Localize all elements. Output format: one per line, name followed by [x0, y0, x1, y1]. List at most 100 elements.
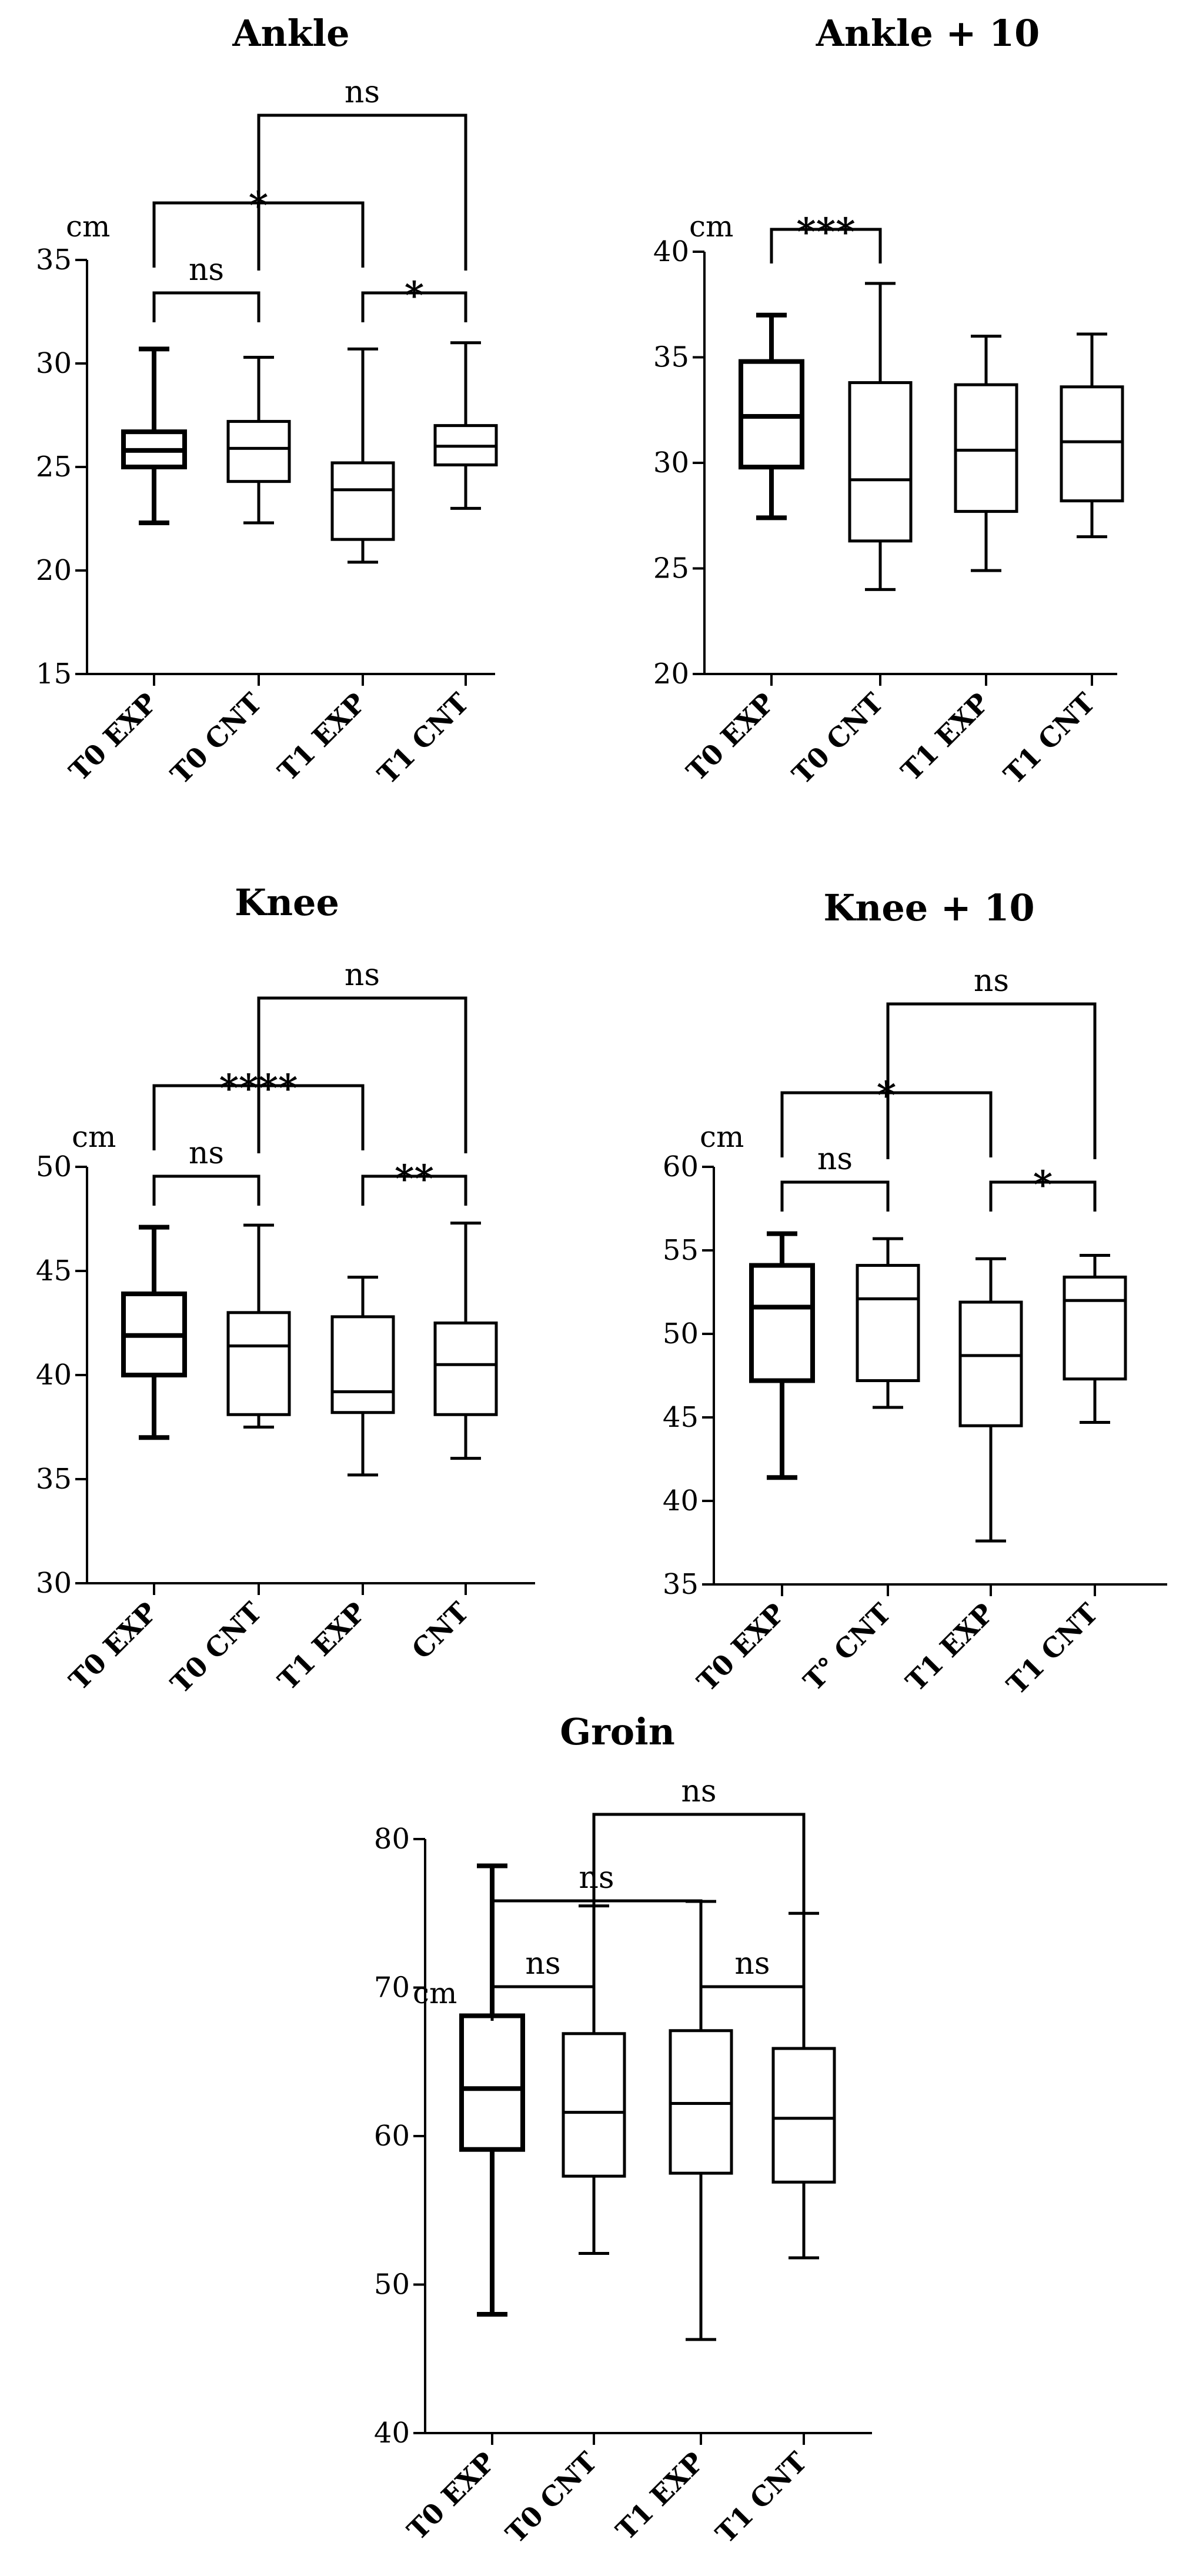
box-iqr: [856, 1264, 920, 1383]
bracket-line: [152, 1174, 260, 1206]
y-tick-label: 25: [653, 552, 689, 585]
significance-bracket: ns: [152, 252, 260, 322]
category-label: T0 EXP: [63, 687, 163, 788]
category-label: T0 EXP: [63, 1596, 163, 1697]
y-tick-label: 80: [374, 1823, 410, 1856]
y-tick-label: 40: [653, 235, 689, 268]
y-tick-label: 35: [653, 341, 689, 374]
y-tick-label: 70: [374, 1971, 410, 2004]
bracket-line: [592, 1813, 806, 1972]
box-0: [749, 1231, 815, 1480]
box-iqr: [562, 2032, 626, 2178]
category-label: T1 EXP: [610, 2446, 710, 2547]
box-iqr: [459, 2013, 525, 2152]
significance-label: ns: [189, 1136, 224, 1171]
significance-label: ns: [345, 957, 380, 993]
box-3: [433, 341, 498, 510]
significance-bracket: ***: [770, 210, 882, 263]
box-2: [669, 1900, 733, 2341]
bracket-line: [257, 114, 467, 271]
y-axis-unit-label: cm: [689, 209, 733, 243]
box-iqr: [848, 381, 913, 543]
category-label: T1 CNT: [998, 687, 1101, 790]
chart-title: Knee: [235, 881, 339, 924]
chart-title: Groin: [560, 1710, 675, 1753]
significance-label: ns: [189, 252, 224, 288]
y-axis-unit-label: cm: [700, 1120, 744, 1154]
significance-bracket: ns: [592, 1774, 806, 1972]
box-3: [1060, 332, 1124, 539]
box-iqr: [958, 1300, 1023, 1427]
box-0: [121, 346, 187, 526]
significance-label: **: [395, 1157, 434, 1201]
y-tick-label: 25: [36, 451, 72, 483]
y-tick-label: 55: [663, 1234, 699, 1267]
box-3: [771, 1911, 836, 2260]
bracket-line: [361, 291, 467, 322]
box-iqr: [1063, 1275, 1127, 1381]
box-iqr: [749, 1263, 815, 1383]
box-iqr: [771, 2047, 836, 2184]
bracket-line: [699, 1985, 806, 2021]
y-tick-label: 60: [663, 1150, 699, 1183]
box-iqr: [226, 420, 291, 483]
bracket-line: [490, 1899, 703, 1970]
box-1: [848, 282, 913, 591]
category-label: T1 EXP: [895, 687, 995, 788]
box-0: [121, 1224, 187, 1440]
significance-label: ns: [974, 963, 1009, 999]
category-label: T1 EXP: [272, 1596, 372, 1697]
category-label: T° CNT: [797, 1597, 897, 1697]
category-label: T0 CNT: [165, 1596, 268, 1700]
y-tick-label: 40: [374, 2417, 410, 2450]
significance-bracket: ns: [886, 963, 1097, 1159]
box-1: [226, 1223, 291, 1429]
category-label: T0 EXP: [401, 2446, 502, 2547]
bracket-line: [989, 1180, 1097, 1212]
box-iqr: [433, 1322, 498, 1416]
bracket-line: [780, 1180, 890, 1212]
bracket-line: [770, 228, 882, 263]
box-iqr: [954, 383, 1018, 513]
y-axis-unit-label: cm: [72, 1120, 116, 1154]
chart-title: Ankle + 10: [816, 12, 1040, 55]
y-axis-unit-label: cm: [66, 209, 110, 243]
bracket-line: [257, 996, 467, 1153]
significance-bracket: ns: [490, 1860, 703, 1970]
y-tick-label: 20: [36, 554, 72, 587]
chart-title: Knee + 10: [823, 886, 1034, 929]
significance-bracket: ns: [490, 1946, 596, 2021]
y-tick-label: 15: [36, 658, 72, 690]
category-label: T0 CNT: [500, 2446, 603, 2550]
box-iqr: [330, 461, 395, 541]
bracket-line: [490, 1985, 596, 2021]
y-tick-label: 50: [374, 2268, 410, 2301]
y-tick-label: 40: [663, 1484, 699, 1517]
box-0: [739, 312, 804, 520]
category-label: T1 CNT: [372, 687, 475, 790]
y-tick-label: 35: [36, 1463, 72, 1496]
significance-bracket: ns: [780, 1142, 890, 1212]
box-3: [1063, 1254, 1127, 1424]
box-iqr: [226, 1311, 291, 1416]
category-label: T1 EXP: [272, 687, 372, 788]
significance-label: ns: [345, 75, 380, 110]
category-label: T1 EXP: [900, 1597, 1000, 1698]
y-tick-label: 45: [36, 1254, 72, 1287]
box-iqr: [669, 2029, 733, 2175]
bracket-line: [361, 1174, 467, 1206]
y-axis-unit-label: cm: [413, 1976, 457, 2010]
chart-title: Ankle: [232, 12, 349, 55]
significance-bracket: *: [989, 1163, 1097, 1212]
significance-bracket: **: [361, 1157, 467, 1206]
y-tick-label: 40: [36, 1359, 72, 1392]
category-label: T1 CNT: [1001, 1597, 1104, 1701]
significance-label: ns: [525, 1946, 560, 1981]
box-iqr: [1060, 385, 1124, 503]
significance-label: ns: [579, 1860, 614, 1896]
